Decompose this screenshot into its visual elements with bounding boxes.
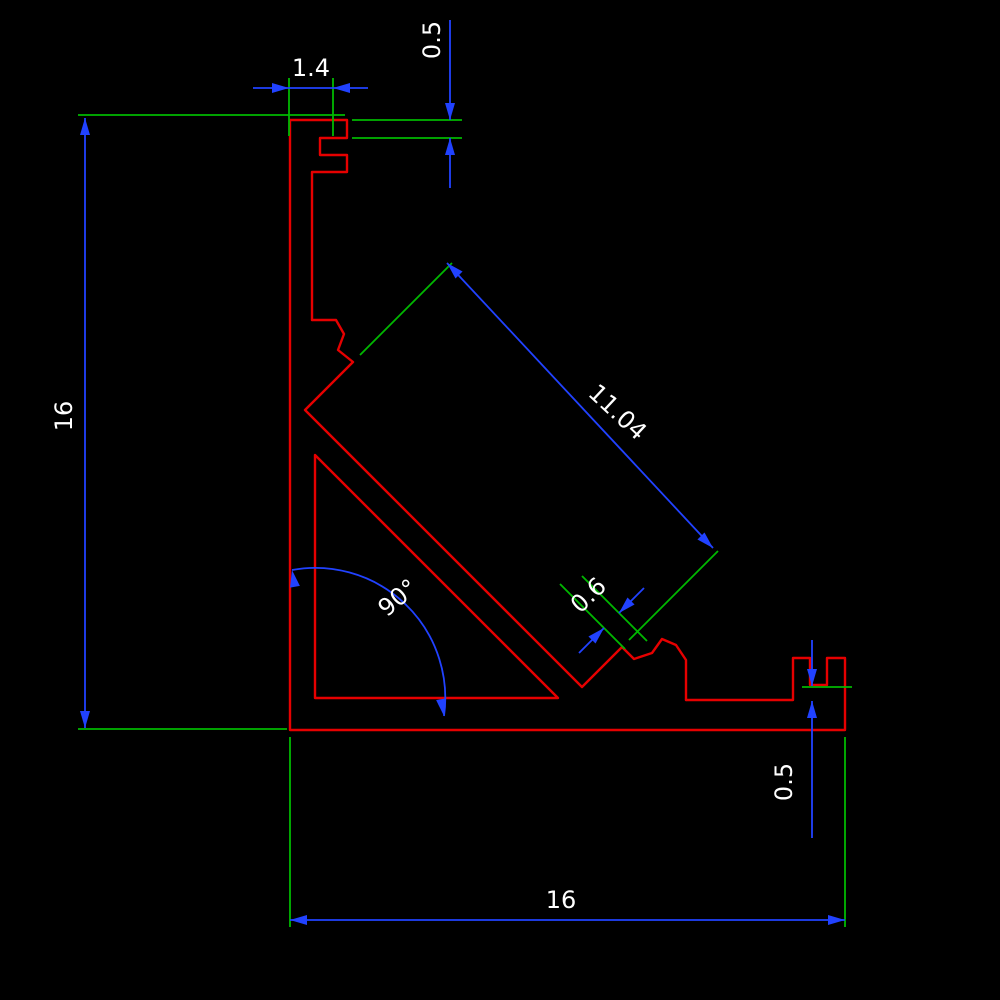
dim-arrow (290, 915, 307, 925)
dim-left-height-label: 16 (50, 401, 78, 432)
ext-top-lip (352, 119, 462, 139)
dim-arrow (807, 701, 817, 718)
ext-channel-opening (359, 262, 719, 641)
dim-channel-opening-label: 11.04 (583, 378, 652, 445)
dim-arrow (333, 83, 350, 93)
dim-right-lip-label: 0.5 (770, 763, 798, 801)
profile-cavity-triangle (313, 453, 560, 700)
profile-outer-contour (288, 118, 847, 732)
dimline-corner-angle-arc (291, 567, 447, 717)
ext-top-slot (288, 78, 334, 136)
dim-groove-width-label: 0.6 (565, 572, 612, 619)
ext-groove-width (559, 575, 648, 650)
dimension-arrows (80, 83, 845, 925)
dimension-lines (84, 20, 845, 921)
dim-top-slot-label: 1.4 (292, 54, 330, 82)
dim-arrow (80, 118, 90, 135)
ext-bottom-width (289, 737, 846, 927)
ext-left-height (78, 114, 345, 730)
dimension-labels: 1.4 0.5 16 11.04 90° 0.6 0.5 16 (50, 21, 798, 914)
extension-lines (78, 78, 852, 927)
dimline-channel-opening (446, 262, 714, 549)
dim-arrow (445, 103, 455, 120)
profile-channel (303, 318, 688, 702)
dim-arrow (828, 915, 845, 925)
dim-arrow (436, 698, 449, 717)
dim-arrow (445, 138, 455, 155)
dim-arrow (807, 669, 817, 686)
dim-top-lip-label: 0.5 (418, 21, 446, 59)
dim-arrow (272, 83, 289, 93)
profile-outline (288, 118, 847, 732)
dim-bottom-width-label: 16 (546, 886, 577, 914)
dim-arrow (80, 711, 90, 728)
